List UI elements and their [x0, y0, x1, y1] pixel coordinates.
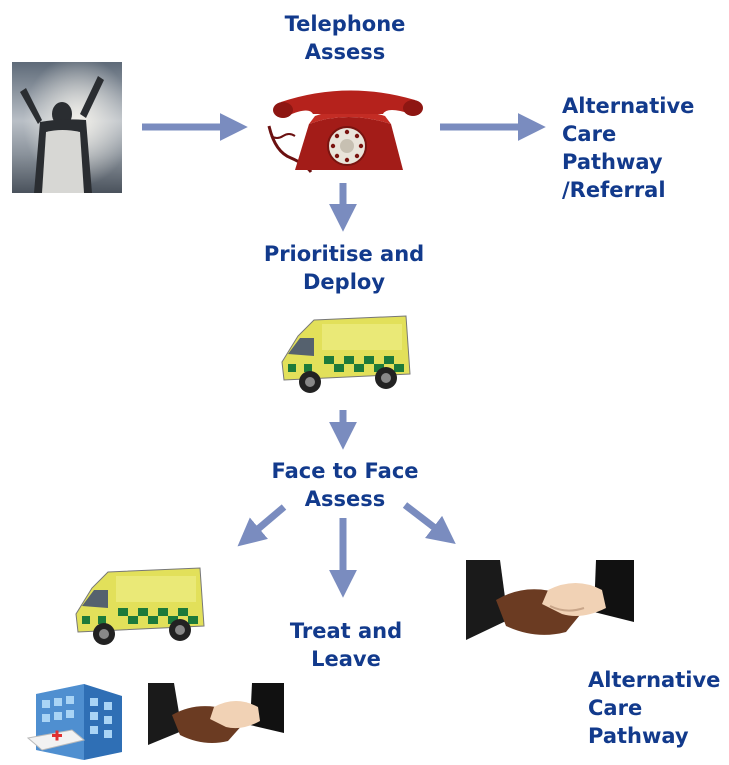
alternative-care-pathway-label: Alternative Care Pathway	[588, 668, 721, 748]
telephone-icon	[267, 90, 423, 173]
handshake-small-icon	[148, 683, 284, 761]
treat-and-leave-label: Treat and Leave	[289, 619, 403, 671]
arrow-face-to-handshake	[402, 502, 456, 544]
ambulance-icon	[281, 315, 411, 393]
caller-photo-icon	[12, 62, 122, 193]
face-to-face-assess-label: Face to Face Assess	[271, 459, 419, 511]
prioritise-deploy-label: Prioritise and Deploy	[263, 242, 425, 294]
alternative-care-referral-label: Alternative Care Pathway /Referral	[562, 94, 695, 202]
telephone-assess-label: Telephone Assess	[284, 12, 406, 64]
handshake-icon	[466, 560, 634, 660]
ambulance-conveyance-icon	[75, 567, 205, 645]
arrow-face-to-ambulance	[237, 504, 287, 547]
hospital-icon	[26, 684, 122, 760]
